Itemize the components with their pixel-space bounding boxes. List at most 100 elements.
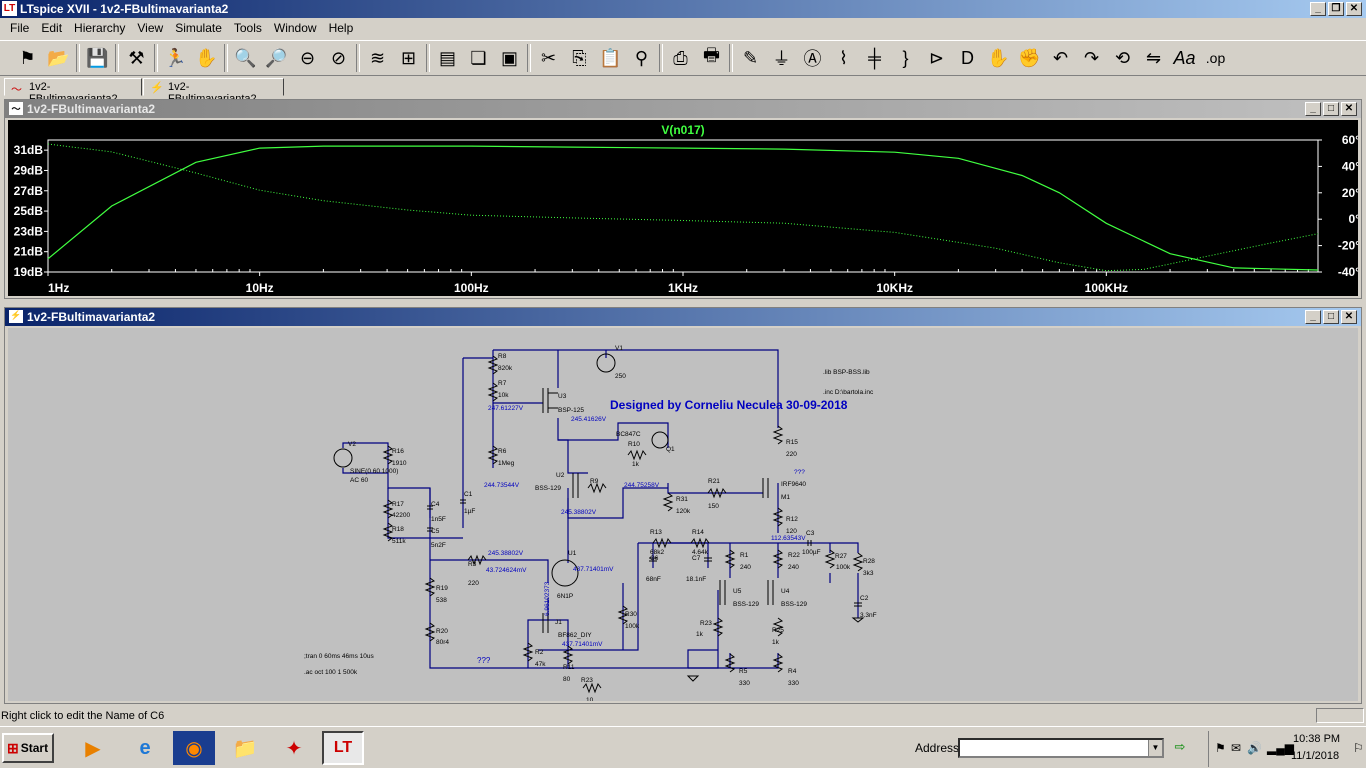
drag-icon[interactable]: ✊ [1018, 47, 1041, 68]
plot-waveform-icon[interactable]: ≋ [369, 47, 386, 68]
save-icon[interactable]: 💾 [86, 47, 109, 68]
close-button[interactable]: ✕ [1341, 102, 1357, 116]
print-setup-icon[interactable]: 🖶 [703, 45, 720, 65]
media-player-icon[interactable]: ▶ [85, 737, 101, 760]
mirror-icon[interactable]: ⇋ [1145, 47, 1162, 68]
minimize-button[interactable]: _ [1305, 310, 1321, 324]
minimize-button[interactable]: _ [1310, 2, 1326, 16]
inductor-icon[interactable]: } [902, 47, 909, 68]
internet-explorer-icon[interactable]: e [139, 736, 151, 759]
draw-wire-icon[interactable]: ✎ [742, 47, 759, 68]
restore-button[interactable]: ❐ [1328, 2, 1344, 16]
label-r28: R28 [863, 558, 875, 565]
file-explorer-icon[interactable]: 📁 [232, 737, 258, 760]
zoom-in-icon[interactable]: 🔍 [234, 47, 257, 68]
label-u3: U3 [558, 393, 567, 400]
plot-grid-icon[interactable]: ⊞ [400, 47, 417, 68]
firefox-icon[interactable]: ◉ [173, 731, 215, 765]
close-all-icon[interactable]: ▣ [500, 47, 518, 68]
status-text: Right click to edit the Name of C6 [1, 710, 165, 722]
zoom-cancel-icon[interactable]: ⊘ [330, 47, 347, 68]
menu-help[interactable]: Help [328, 21, 354, 35]
label-r3-value: 220 [468, 580, 479, 587]
menu-hierarchy[interactable]: Hierarchy [74, 21, 126, 35]
maximize-button[interactable]: □ [1323, 310, 1339, 324]
label-r1: R1 [740, 552, 749, 559]
copy-icon[interactable]: ⎘ [572, 47, 587, 68]
label-u5-model: BSS-129 [733, 601, 759, 608]
rotate-icon[interactable]: ⟲ [1114, 47, 1131, 68]
spice-directive-icon[interactable]: .op [1205, 50, 1226, 66]
schematic-window-titlebar[interactable]: ⚡ 1v2-FBultimavarianta2 _ □ ✕ [5, 308, 1361, 326]
y-left-tick-label: 19dB [14, 265, 44, 279]
close-button[interactable]: ✕ [1341, 310, 1357, 324]
label-r4-value: 330 [788, 680, 799, 687]
label-r13-value: 68k2 [650, 549, 664, 556]
go-icon[interactable]: ⇨ [1174, 739, 1186, 754]
node-voltage: 437.71401mV [562, 641, 603, 648]
pdf-reader-icon[interactable]: ✦ [285, 737, 303, 760]
print-icon[interactable]: ⎙ [673, 47, 688, 68]
ltspice-icon[interactable]: LT [322, 731, 364, 765]
start-button[interactable]: ⊞ Start [2, 733, 54, 763]
cut-icon[interactable]: ✂ [540, 47, 557, 68]
x-tick-label: 10Hz [246, 281, 274, 295]
menu-tools[interactable]: Tools [233, 21, 262, 35]
menu-file[interactable]: File [10, 21, 30, 35]
redo-icon[interactable]: ↷ [1083, 47, 1100, 68]
zoom-fit-icon[interactable]: ⊖ [299, 47, 316, 68]
capacitor-icon[interactable]: ╪ [868, 47, 881, 68]
pan-icon[interactable]: ✋ [195, 47, 218, 68]
ground-icon[interactable]: ⏚ [772, 49, 791, 69]
menu-simulate[interactable]: Simulate [175, 21, 222, 35]
schematic-drawing[interactable]: R8 820k V1 250 R7 10k 247.61227V U3 BSP-… [8, 328, 1358, 701]
label-net-icon[interactable]: Ⓐ [803, 49, 822, 69]
x-tick-label: 1Hz [48, 281, 69, 295]
node-voltage: 437.71401mV [573, 566, 614, 573]
menu-edit[interactable]: Edit [41, 21, 63, 35]
schematic-components[interactable] [333, 353, 865, 694]
component-icon[interactable]: D [961, 47, 974, 68]
paste-icon[interactable]: 📋 [599, 47, 622, 68]
menu-view[interactable]: View [137, 21, 164, 35]
label-r21-value: 150 [708, 503, 719, 510]
run-icon[interactable]: ⚑ [19, 47, 36, 68]
clock-time[interactable]: 10:38 PM [1293, 733, 1341, 745]
zoom-out-icon[interactable]: 🔎 [265, 47, 288, 68]
tab-schematic[interactable]: ⚡ 1v2-FBultimavarianta2 [143, 78, 284, 105]
tab-waveform[interactable]: 〜 1v2-FBultimavarianta2 [4, 78, 142, 105]
volume-icon[interactable]: 🔊 [1247, 741, 1262, 755]
halt-icon[interactable]: 🏃 [164, 47, 187, 68]
label-c2: C2 [860, 595, 869, 602]
network-icon[interactable]: ⚑ [1215, 741, 1226, 755]
minimize-button[interactable]: _ [1305, 102, 1321, 116]
waveform-icon: 〜 [11, 84, 22, 96]
menu-window[interactable]: Window [273, 21, 317, 35]
text-icon[interactable]: Aa [1173, 47, 1196, 68]
open-icon[interactable]: 📂 [47, 47, 70, 68]
show-desktop-icon[interactable]: ⚐ [1353, 741, 1364, 755]
undo-icon[interactable]: ↶ [1052, 47, 1069, 68]
find-icon[interactable]: ⚲ [634, 47, 649, 68]
menu-bar: File Edit Hierarchy View Simulate Tools … [0, 18, 1366, 38]
cascade-icon[interactable]: ❏ [470, 47, 487, 68]
label-r7: R7 [498, 380, 507, 387]
control-panel-icon[interactable]: ⚒ [128, 47, 145, 68]
move-icon[interactable]: ✋ [987, 47, 1010, 68]
waveform-window-titlebar[interactable]: 〜 1v2-FBultimavarianta2 _ □ ✕ [5, 100, 1361, 118]
close-button[interactable]: ✕ [1346, 2, 1362, 16]
notification-icon[interactable]: ✉ [1231, 741, 1242, 755]
schematic-canvas[interactable]: R8 820k V1 250 R7 10k 247.61227V U3 BSP-… [8, 328, 1358, 701]
chevron-down-icon[interactable]: ▼ [1148, 740, 1162, 756]
maximize-button[interactable]: □ [1323, 102, 1339, 116]
label-r4: R4 [788, 668, 797, 675]
address-field[interactable]: ▼ [958, 738, 1164, 758]
diode-icon[interactable]: ⊳ [928, 47, 945, 68]
label-r25-value: 1k [772, 639, 780, 646]
signal-icon[interactable]: ▂▄▆ [1267, 741, 1294, 755]
clock-date[interactable]: 11/1/2018 [1291, 750, 1340, 762]
tile-icon[interactable]: ▤ [438, 47, 456, 68]
resistor-icon[interactable]: ⌇ [839, 47, 848, 68]
